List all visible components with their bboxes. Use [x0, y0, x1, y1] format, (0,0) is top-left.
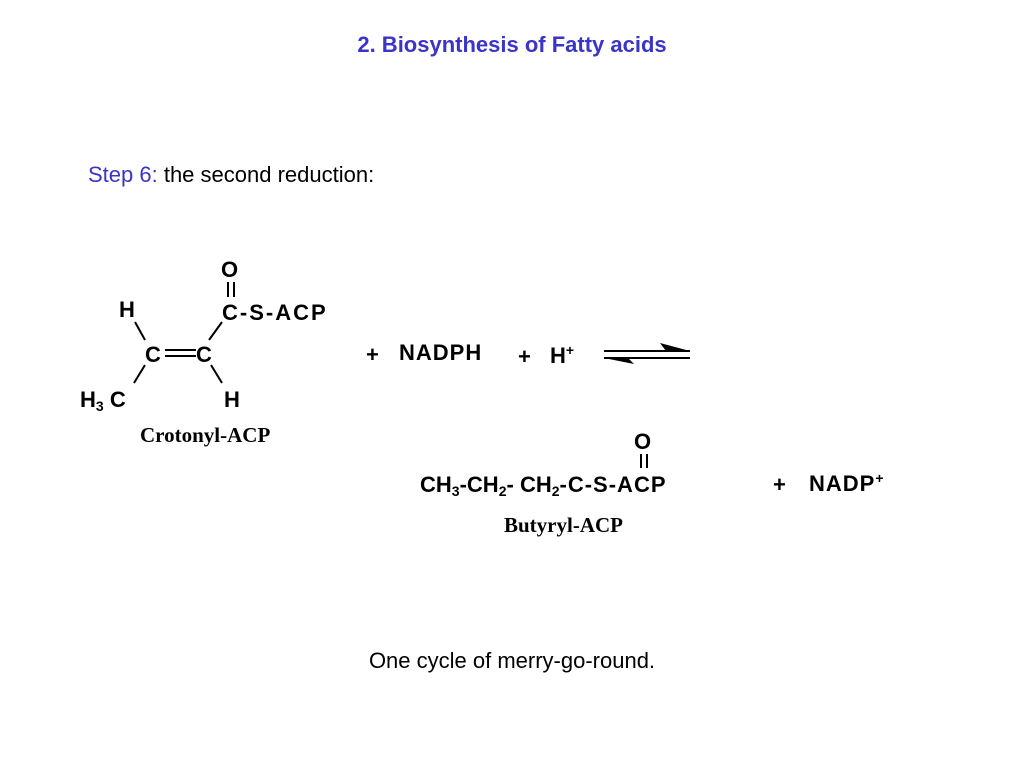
ch2-b-sub: 2: [551, 483, 560, 499]
nadph: NADPH: [399, 340, 483, 365]
crotonyl-oxygen: O: [221, 257, 239, 282]
ch2-a: CH: [466, 472, 499, 497]
proton-h: H: [550, 343, 566, 368]
proton: H+: [550, 342, 574, 369]
nadp-charge: +: [875, 470, 885, 486]
caption: One cycle of merry-go-round.: [368, 648, 656, 673]
methyl-h: H: [80, 387, 96, 412]
crotonyl-acp-label: Crotonyl-ACP: [140, 423, 271, 447]
equilibrium-arrow-icon: [604, 343, 690, 364]
nadp-plus: NADP+: [809, 470, 885, 497]
step-text: the second reduction:: [157, 162, 375, 187]
dash-1: -: [459, 472, 467, 497]
nadp: NADP: [809, 471, 876, 496]
crotonyl-c2: C: [196, 342, 212, 367]
step-label: Step 6:: [88, 162, 158, 187]
h-c1-bond: [134, 321, 146, 341]
butyryl-formula: CH3-CH2- CH2-C-S-ACP: [420, 472, 667, 499]
proton-charge: +: [565, 342, 575, 358]
crotonyl-h-top: H: [119, 297, 135, 322]
plus-sign-3: +: [773, 472, 786, 497]
methyl-c: C: [109, 387, 126, 412]
butyryl-oxygen: O: [634, 429, 652, 454]
step-heading: Step 6: the second reduction:: [88, 162, 374, 188]
c2-h-bond: [210, 364, 223, 384]
c2-carbonyl-bond: [208, 321, 223, 341]
ch2-b: CH: [519, 472, 552, 497]
ch2-a-sub: 2: [498, 483, 507, 499]
c1-ch3-bond: [133, 364, 146, 384]
dash-2: -: [506, 472, 514, 497]
slide-title: 2. Biosynthesis of Fatty acids: [357, 32, 667, 57]
thioester-tail: -C-S-ACP: [559, 472, 667, 497]
ch3: CH: [420, 472, 452, 497]
crotonyl-c1: C: [145, 342, 161, 367]
methyl-sub: 3: [95, 398, 104, 414]
plus-sign-2: +: [518, 344, 531, 369]
butyryl-acp-label: Butyryl-ACP: [504, 513, 623, 537]
crotonyl-thioester: C-S-ACP: [222, 300, 328, 325]
crotonyl-h-bottom: H: [224, 387, 240, 412]
plus-sign-1: +: [366, 342, 379, 367]
ch3-sub: 3: [451, 483, 460, 499]
crotonyl-methyl: H3 C: [80, 387, 126, 414]
